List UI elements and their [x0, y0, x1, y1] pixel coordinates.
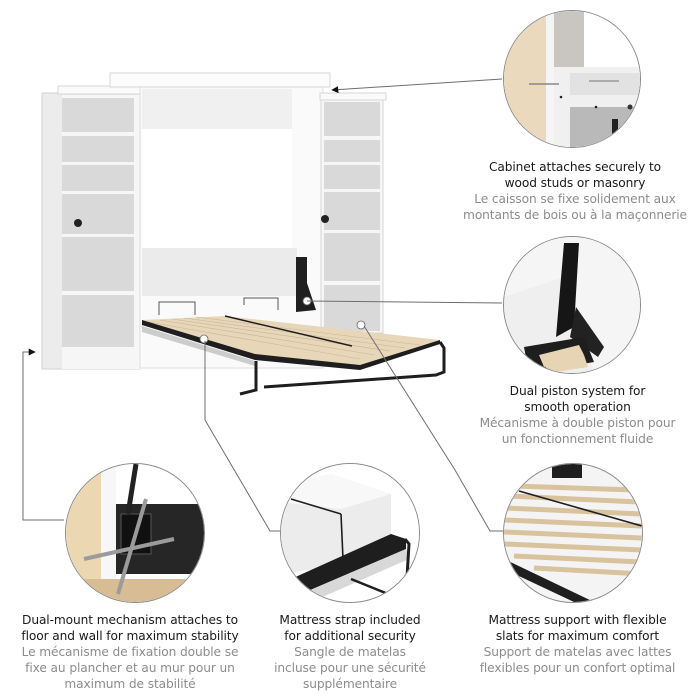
caption-en-line2: slats for maximum comfort: [495, 629, 660, 643]
caption-fr-line3: supplémentaire: [303, 677, 397, 691]
caption-fr-line2: flexibles pour un confort optimal: [479, 661, 676, 675]
feature-caption-cabinet-attach: Cabinet attaches securely to wood studs …: [450, 159, 700, 223]
detail-image-mattress-strap: [280, 463, 420, 603]
caption-en-line1: Cabinet attaches securely to: [488, 160, 662, 174]
caption-en-line2: floor and wall for maximum stability: [21, 629, 239, 643]
caption-en-line1: Mattress support with flexible: [488, 613, 667, 627]
caption-en-line1: Dual piston system for: [509, 384, 646, 398]
caption-en-line1: Mattress strap included: [279, 613, 421, 627]
caption-fr-line3: maximum de stabilité: [64, 677, 196, 691]
detail-image-dual-mount: [65, 463, 205, 603]
caption-fr-line2: un fonctionnement fluide: [501, 432, 654, 446]
callout-dot-slats: [356, 320, 366, 330]
caption-fr-line2: montants de bois ou à la maçonnerie: [463, 208, 687, 222]
detail-image-dual-piston: [503, 236, 641, 374]
feature-caption-dual-piston: Dual piston system for smooth operation …: [455, 383, 700, 447]
caption-fr-line1: Mécanisme à double piston pour: [479, 416, 676, 430]
caption-en-line2: for additional security: [284, 629, 416, 643]
cable-grommet-left: [74, 219, 82, 227]
murphy-bed-cabinet-illustration: [41, 72, 446, 396]
cable-grommet-right: [321, 215, 329, 223]
callout-dot-strap: [199, 334, 209, 344]
caption-fr-line1: Support de matelas avec lattes: [483, 645, 672, 659]
callout-dot-piston: [302, 296, 312, 306]
caption-en-line1: Dual-mount mechanism attaches to: [22, 613, 238, 627]
feature-caption-flexible-slats: Mattress support with flexible slats for…: [455, 612, 700, 676]
caption-en-line2: smooth operation: [524, 400, 631, 414]
caption-fr-line2: fixe au plancher et au mur pour un: [25, 661, 235, 675]
caption-fr-line1: Le mécanisme de fixation double se: [21, 645, 239, 659]
feature-caption-dual-mount: Dual-mount mechanism attaches to floor a…: [0, 612, 260, 692]
caption-en-line2: wood studs or masonry: [504, 176, 646, 190]
detail-image-cabinet-attach: [503, 10, 641, 148]
detail-image-flexible-slats: [503, 463, 643, 603]
caption-fr-line1: Le caisson se fixe solidement aux: [474, 192, 676, 206]
caption-fr-line2: incluse pour une sécurité: [274, 661, 426, 675]
caption-fr-line1: Sangle de matelas: [294, 645, 406, 659]
feature-caption-mattress-strap: Mattress strap included for additional s…: [250, 612, 450, 692]
